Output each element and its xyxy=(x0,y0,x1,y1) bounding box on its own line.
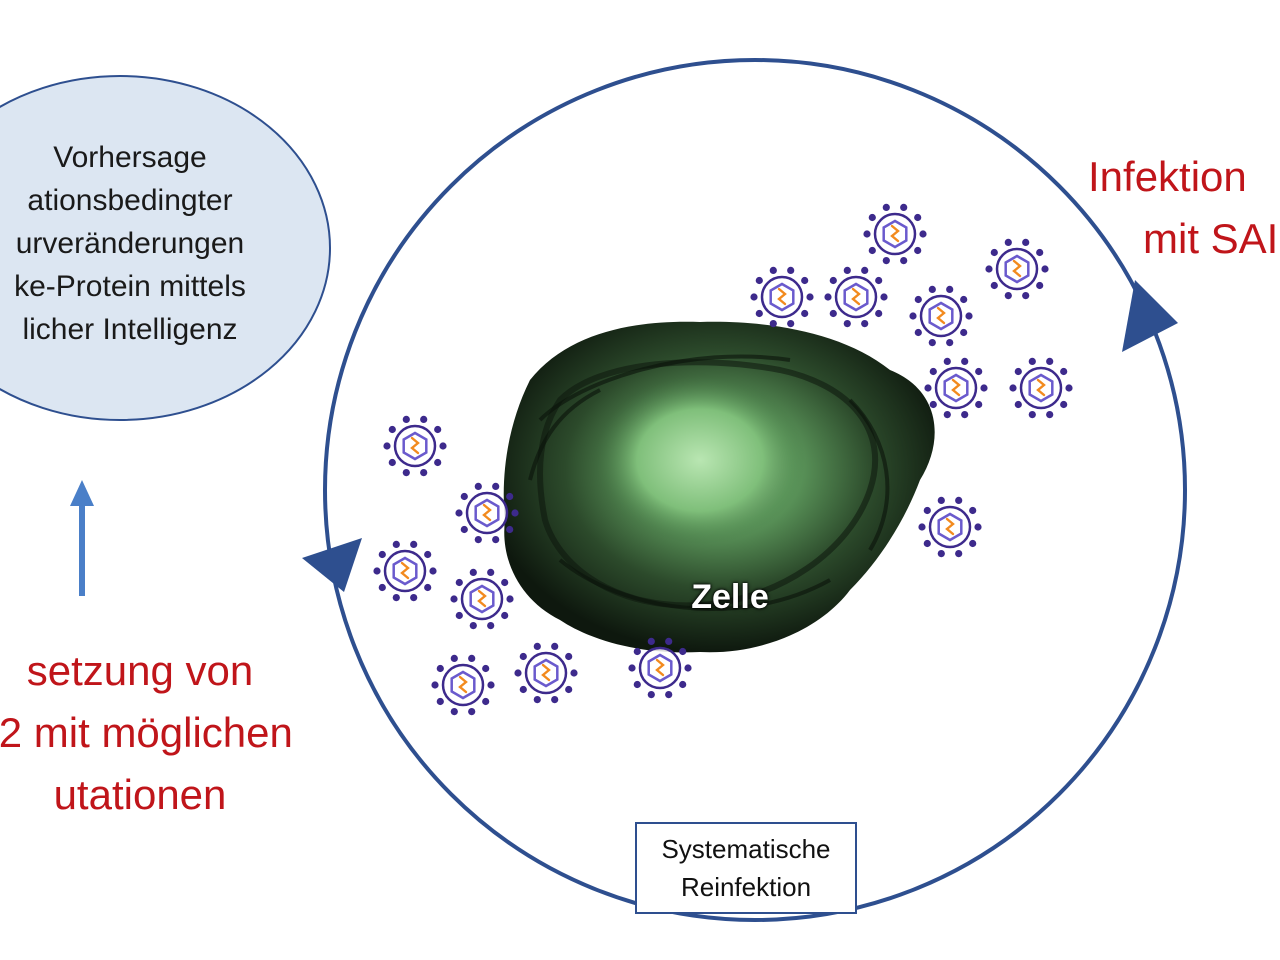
cycle-arrowhead-right xyxy=(1122,280,1178,352)
infection-label: Infektion mit SAI xyxy=(1088,146,1278,270)
reinfection-line-1: Systematische xyxy=(661,834,831,864)
release-label: setzung von /2 mit möglichen utationen xyxy=(0,640,350,826)
cycle-arrowhead-left xyxy=(302,538,362,592)
infection-line-1: Infektion xyxy=(1088,153,1247,200)
cell-image xyxy=(503,321,935,653)
virus-icon xyxy=(824,266,888,328)
virus-icon xyxy=(985,238,1049,300)
reinfection-line-2: Reinfektion xyxy=(680,872,812,902)
cycle-circle xyxy=(323,58,1187,922)
reinfection-box: Systematische Reinfektion xyxy=(635,822,857,914)
prediction-line: ke-Protein mittels xyxy=(14,270,246,303)
virus-icon xyxy=(918,496,982,558)
virus-icon xyxy=(450,568,514,630)
virus-icon xyxy=(373,540,437,602)
virus-icon xyxy=(750,266,814,328)
prediction-line: urveränderungen xyxy=(15,227,245,260)
virus-group xyxy=(373,203,1073,716)
prediction-text: Vorhersage ationsbedingter urveränderung… xyxy=(0,136,280,351)
prediction-line: Vorhersage xyxy=(53,141,207,174)
virus-icon xyxy=(924,357,988,419)
virus-icon xyxy=(909,285,973,347)
virus-icon xyxy=(628,637,692,699)
prediction-ellipse xyxy=(0,75,331,421)
virus-icon xyxy=(431,654,495,716)
virus-icon xyxy=(863,203,927,265)
prediction-line: licher Intelligenz xyxy=(22,313,238,346)
release-line: setzung von xyxy=(26,647,254,694)
infection-line-2: mit SAI xyxy=(1143,215,1279,262)
virus-icon xyxy=(514,642,578,704)
virus-icon xyxy=(455,482,519,544)
up-arrow xyxy=(70,480,94,596)
release-line: utationen xyxy=(53,771,227,818)
cell-label: Zelle xyxy=(691,578,769,616)
virus-icon xyxy=(383,415,447,477)
virus-icon xyxy=(1009,357,1073,419)
release-line: /2 mit möglichen xyxy=(0,709,293,756)
prediction-line: ationsbedingter xyxy=(27,184,233,217)
